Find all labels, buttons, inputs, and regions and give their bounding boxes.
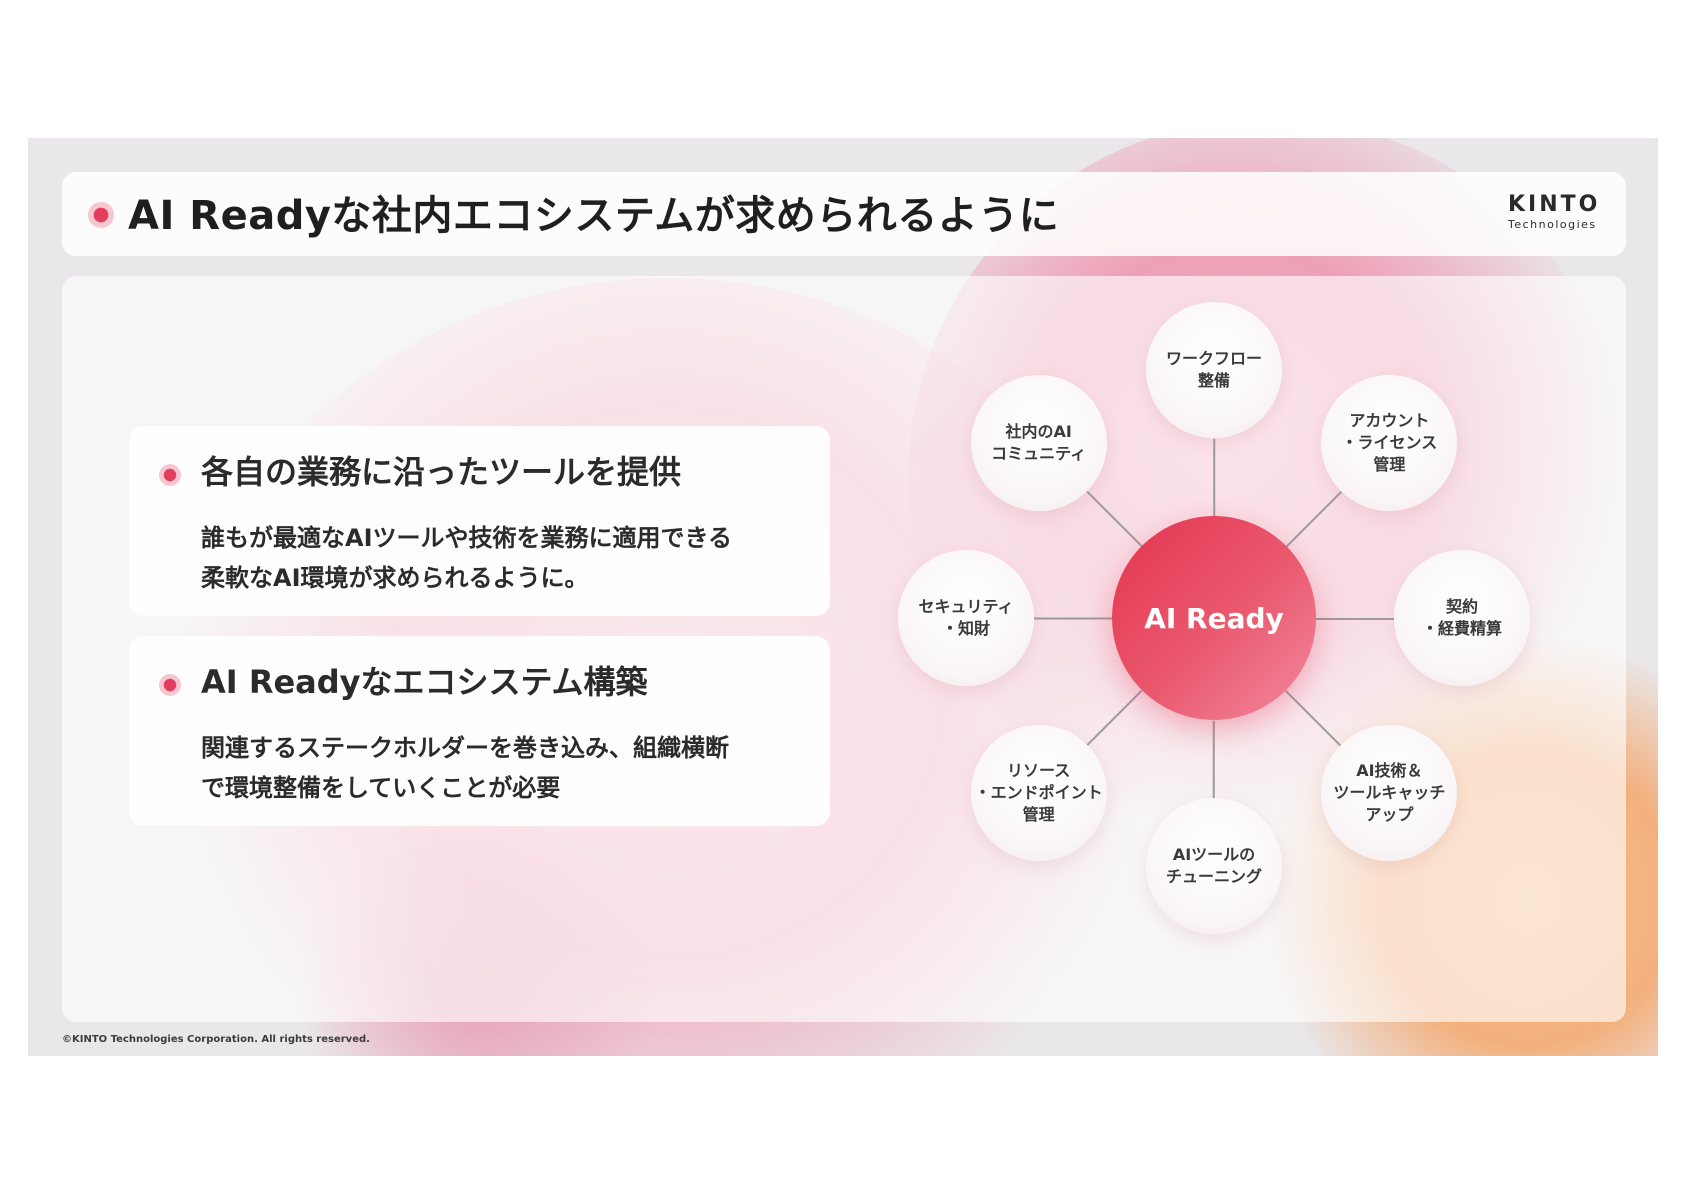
diagram-node-ai-tech: AI技術＆ツールキャッチアップ xyxy=(1321,725,1458,862)
diagram-center-node: AI Ready xyxy=(1112,516,1316,720)
diagram-node-resource: リソース・エンドポイント管理 xyxy=(970,725,1107,862)
diagram-node-label: アップ xyxy=(1365,805,1414,825)
diagram-node-contract: 契約・経費精算 xyxy=(1394,550,1530,686)
diagram-node-label: コミュニティ xyxy=(991,443,1087,463)
diagram-connector-line xyxy=(1316,618,1394,620)
diagram-node-label: アカウント xyxy=(1349,410,1430,430)
bullet-icon xyxy=(159,674,181,696)
diagram-node-label: ・エンドポイント xyxy=(974,783,1103,803)
diagram-node-label: チューニング xyxy=(1165,867,1262,886)
diagram-node-label: AI技術＆ xyxy=(1356,761,1423,781)
diagram-connector-line xyxy=(1285,690,1342,747)
point-card: AI Readyなエコシステム構築 関連するステークホルダーを巻き込み、組織横断… xyxy=(129,636,830,826)
diagram-connector-line xyxy=(1213,438,1215,517)
diagram-node-label: ・経費精算 xyxy=(1421,619,1502,638)
diagram-connector-line xyxy=(1034,618,1112,620)
point-heading: 各自の業務に沿ったツールを提供 xyxy=(201,453,682,491)
title-bullet-icon xyxy=(88,202,114,228)
logo-main-text: KINTO xyxy=(1508,192,1601,217)
logo-sub-text: Technologies xyxy=(1508,218,1597,231)
diagram-node-label: 整備 xyxy=(1197,371,1230,390)
diagram-node-label: ・知財 xyxy=(941,619,990,638)
point-body-line: 誰もが最適なAIツールや技術を業務に適用できる xyxy=(201,524,733,552)
diagram-node-account: アカウント・ライセンス管理 xyxy=(1321,374,1458,511)
slide-title: AI Readyな社内エコシステムが求められるように xyxy=(128,193,1060,239)
point-body: 誰もが最適なAIツールや技術を業務に適用できる 柔軟なAI環境が求められるように… xyxy=(201,518,821,598)
point-body: 関連するステークホルダーを巻き込み、組織横断 で環境整備をしていくことが必要 xyxy=(201,728,821,808)
diagram-connector-line xyxy=(1285,490,1342,548)
point-card: 各自の業務に沿ったツールを提供 誰もが最適なAIツールや技術を業務に適用できる … xyxy=(129,426,830,616)
diagram-node-workflow: ワークフロー整備 xyxy=(1146,302,1282,438)
diagram-node-label: 社内のAI xyxy=(1005,421,1072,441)
diagram-node-security: セキュリティ・知財 xyxy=(898,550,1034,686)
bullet-icon xyxy=(159,464,181,486)
diagram-node-label: ・ライセンス xyxy=(1341,432,1438,452)
point-heading: AI Readyなエコシステム構築 xyxy=(201,663,648,701)
diagram-center-label: AI Ready xyxy=(1144,601,1284,635)
title-bar xyxy=(62,172,1626,256)
diagram-node-tuning: AIツールのチューニング xyxy=(1146,798,1282,934)
point-body-line: で環境整備をしていくことが必要 xyxy=(201,774,561,802)
diagram-node-label: ツールキャッチ xyxy=(1333,783,1446,803)
diagram-node-label: 管理 xyxy=(1022,805,1055,825)
diagram-node-label: リソース xyxy=(1007,761,1071,781)
kinto-logo: KINTO Technologies xyxy=(1508,192,1608,232)
slide: AI Readyな社内エコシステムが求められるように KINTO Technol… xyxy=(28,138,1658,1056)
diagram-node-label: AIツールの xyxy=(1172,845,1256,864)
point-body-line: 柔軟なAI環境が求められるように。 xyxy=(201,564,589,592)
diagram-node-label: 契約 xyxy=(1445,597,1478,616)
copyright-footer: ©KINTO Technologies Corporation. All rig… xyxy=(62,1034,370,1045)
diagram-connector-line xyxy=(1213,720,1215,799)
point-body-line: 関連するステークホルダーを巻き込み、組織横断 xyxy=(201,734,729,762)
diagram-node-label: ワークフロー xyxy=(1165,349,1262,368)
diagram-connector-line xyxy=(1086,690,1143,747)
diagram-connector-line xyxy=(1086,490,1143,548)
diagram-node-label: セキュリティ xyxy=(918,597,1014,616)
diagram-node-label: 管理 xyxy=(1373,454,1406,474)
